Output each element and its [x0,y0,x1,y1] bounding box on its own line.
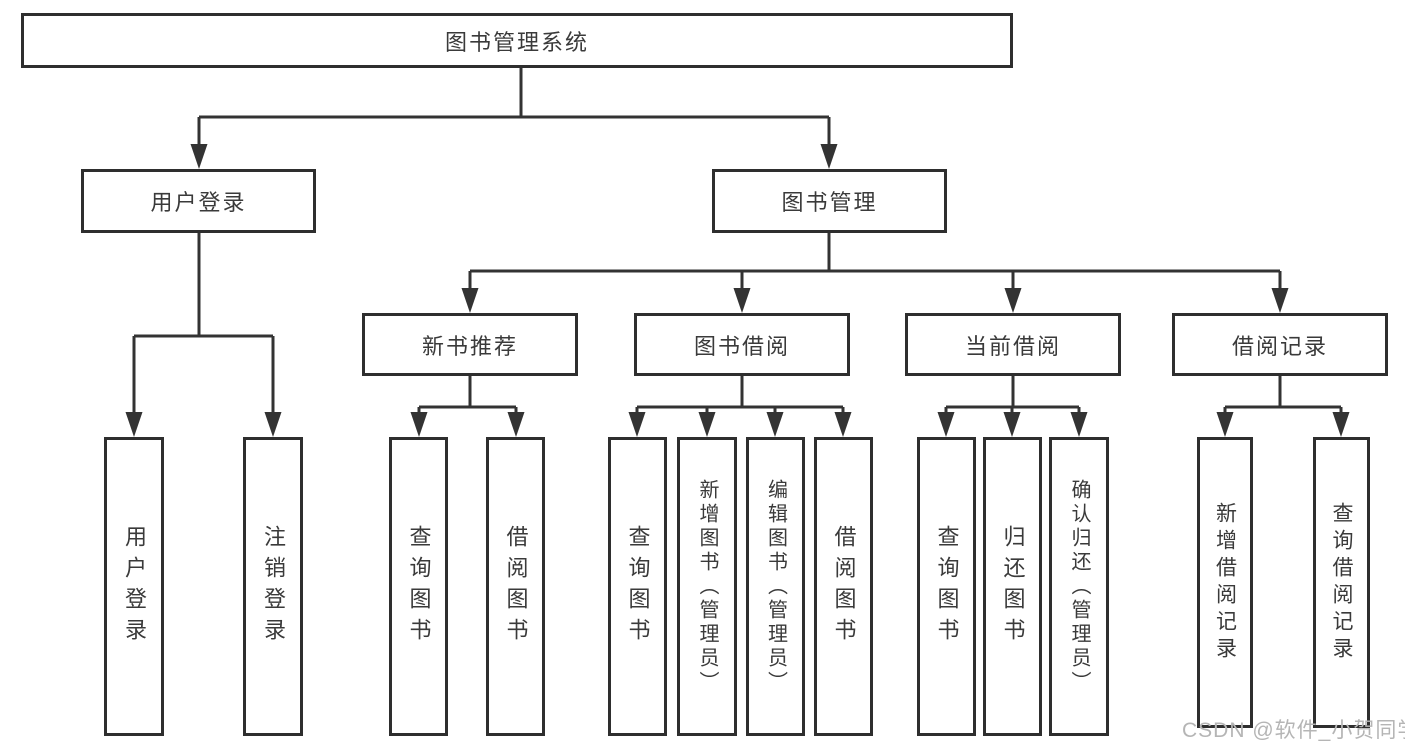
leaf-return-books: 归还图书 [983,437,1042,736]
node-current-borrowing: 当前借阅 [905,313,1121,376]
connector-current-borrowing-children [937,376,1088,437]
node-label: 用户登录 [150,190,247,215]
leaf-label: 归还图书 [1000,524,1026,649]
node-label: 图书管理 [781,190,878,215]
node-label: 当前借阅 [964,333,1061,359]
node-borrowing-records: 借阅记录 [1172,313,1388,376]
node-label: 借阅记录 [1231,333,1328,359]
leaf-edit-books-admin: 编辑图书（管理员） [746,437,805,736]
leaf-add-books-admin: 新增图书（管理员） [677,437,737,736]
leaf-label: 编辑图书（管理员） [764,478,787,695]
leaf-label: 确认归还（管理员） [1068,478,1090,695]
leaf-label: 查询图书 [406,524,432,649]
leaf-label: 注销登录 [261,524,286,649]
leaf-label: 新增图书（管理员） [696,478,718,695]
node-library-management-system: 图书管理系统 [21,13,1013,68]
leaf-add-borrow-record: 新增借阅记录 [1197,437,1253,728]
leaf-query-books-current: 查询图书 [917,437,976,736]
watermark: CSDN @软件_小贺同学 [1182,719,1405,742]
leaf-borrow-books-borrowing: 借阅图书 [814,437,873,736]
leaf-query-borrow-record: 查询借阅记录 [1313,437,1370,728]
node-label: 图书管理系统 [444,29,589,55]
leaf-label: 查询图书 [934,524,960,649]
leaf-confirm-return-admin: 确认归还（管理员） [1049,437,1109,736]
leaf-label: 借阅图书 [831,524,857,649]
connector-user-login-children [125,233,282,437]
leaf-label: 用户登录 [122,524,147,649]
node-book-management: 图书管理 [712,169,947,233]
leaf-label: 新增借阅记录 [1213,501,1237,664]
connector-book-borrowing-children [628,376,852,437]
node-new-book-recommendation: 新书推荐 [362,313,578,376]
node-book-borrowing: 图书借阅 [634,313,850,376]
leaf-query-books-borrowing: 查询图书 [608,437,667,736]
leaf-borrow-books-recommend: 借阅图书 [486,437,545,736]
leaf-label: 借阅图书 [503,524,529,649]
leaf-label: 查询图书 [625,524,651,649]
leaf-user-login: 用户登录 [104,437,164,736]
leaf-label: 查询借阅记录 [1330,501,1353,664]
leaf-logout: 注销登录 [243,437,303,736]
leaf-query-books-recommend: 查询图书 [389,437,448,736]
connector-borrowing-records-children [1216,376,1350,437]
connector-new-book-recommendation-children [410,376,525,437]
node-label: 新书推荐 [421,333,518,359]
connector-book-management-children [461,233,1289,313]
connector-root-to-level2 [190,68,838,169]
node-label: 图书借阅 [693,333,790,359]
node-user-login: 用户登录 [81,169,316,233]
